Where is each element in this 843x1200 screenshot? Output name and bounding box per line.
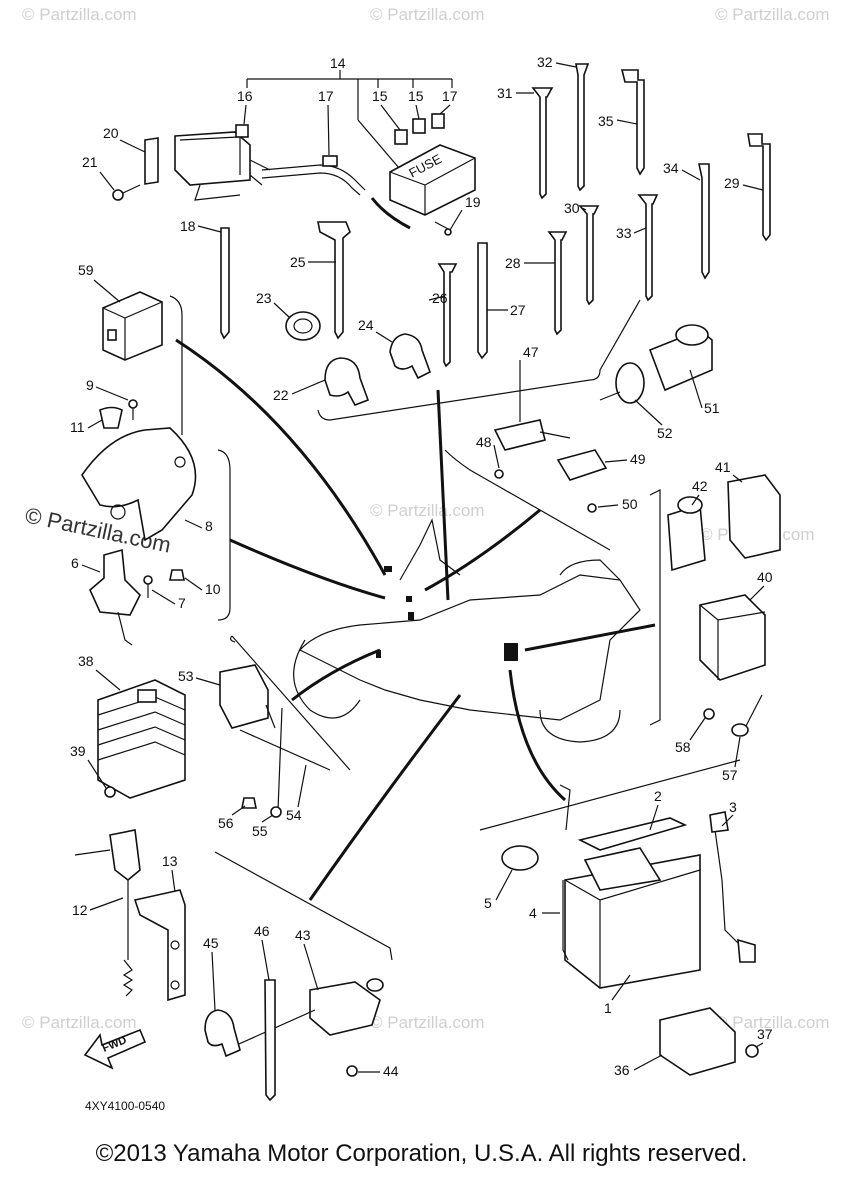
callout-39: 38 — [78, 653, 94, 669]
callout-29: 28 — [505, 255, 521, 271]
switches-48-51 — [493, 419, 608, 513]
callout-19: 18 — [180, 218, 196, 234]
callout-40: 39 — [70, 743, 86, 759]
callout-57: 56 — [218, 815, 234, 831]
callout-55: 54 — [286, 807, 302, 823]
diagram-code: 4XY4100-0540 — [85, 1099, 165, 1113]
callout-28: 27 — [510, 302, 526, 318]
callout-18: 17 — [318, 88, 334, 104]
callout-56: 55 — [252, 823, 268, 839]
parts-37-38 — [659, 1007, 759, 1076]
callout-31: 30 — [564, 200, 580, 216]
callout-41: 40 — [757, 569, 773, 585]
callout-23: 22 — [273, 387, 289, 403]
watermark: © Partzilla.com — [370, 5, 485, 24]
callout-7: 7 — [178, 595, 186, 611]
callout-38: 37 — [757, 1026, 773, 1042]
callout-15: 15 — [372, 88, 388, 104]
callout-24: 23 — [256, 290, 272, 306]
callout-17: 16 — [237, 88, 253, 104]
callout-27: 26 — [432, 290, 448, 306]
callout-16: 17 — [442, 88, 458, 104]
group-brackets — [169, 295, 741, 961]
parts-44-47 — [204, 978, 384, 1102]
callout-14: 14 — [330, 55, 346, 71]
callout-33: 32 — [537, 54, 553, 70]
callout-54: 53 — [178, 668, 194, 684]
callout-52: 51 — [704, 400, 720, 416]
relays-41-43 — [667, 474, 781, 681]
callout-10: 10 — [205, 581, 221, 597]
callout-36: 35 — [598, 113, 614, 129]
group-14-bracket — [246, 70, 453, 176]
socket-52-53 — [599, 324, 713, 404]
callout-60: 59 — [78, 262, 94, 278]
component-60 — [102, 291, 163, 361]
callout-15b: 15 — [408, 88, 424, 104]
callout-58: 57 — [722, 767, 738, 783]
callout-45: 44 — [383, 1063, 399, 1079]
callout-49: 48 — [476, 434, 492, 450]
callout-30: 29 — [724, 175, 740, 191]
watermark: © Partzilla.com — [22, 5, 137, 24]
callout-59: 58 — [675, 739, 691, 755]
callout-42: 41 — [715, 459, 731, 475]
callout-37: 36 — [614, 1062, 630, 1078]
callout-20: 19 — [465, 194, 481, 210]
callout-1: 1 — [604, 1000, 612, 1016]
callout-47: 46 — [254, 923, 270, 939]
copyright-notice: ©2013 Yamaha Motor Corporation, U.S.A. A… — [95, 1140, 748, 1167]
small-connectors — [235, 113, 445, 167]
watermark: © Partzilla.com — [715, 5, 830, 24]
callout-48: 47 — [523, 344, 539, 360]
parts-54-57 — [219, 664, 331, 818]
callout-9: 9 — [86, 377, 94, 393]
motorcycle-outline — [293, 518, 641, 743]
callout-13: 13 — [162, 853, 178, 869]
callout-26: 25 — [290, 254, 306, 270]
watermark: © Partzilla.com — [22, 1013, 137, 1032]
fuse-box: FUSE — [370, 144, 476, 236]
component-21-connector — [144, 131, 366, 201]
cable-ties — [220, 63, 771, 368]
callout-labels: 14 16 17 15 15 17 20 21 19 18 25 23 24 2… — [70, 54, 773, 1079]
callout-35: 34 — [663, 160, 679, 176]
callout-11: 11 — [70, 419, 85, 435]
callout-34: 33 — [616, 225, 632, 241]
fwd-arrow: FWD — [83, 1028, 147, 1070]
main-switch — [89, 548, 153, 646]
watermark: © Partzilla.com — [715, 1013, 830, 1032]
callout-3: 3 — [729, 799, 737, 815]
callout-6: 6 — [71, 555, 79, 571]
watermark: © Partzilla.com — [370, 1013, 485, 1032]
watermarks: © Partzilla.com © Partzilla.com © Partzi… — [22, 5, 830, 1032]
callout-4: 4 — [529, 905, 537, 921]
callout-51: 50 — [622, 496, 638, 512]
clamps — [285, 311, 431, 406]
rectifier-39-40 — [97, 679, 186, 799]
screw-22 — [112, 184, 141, 201]
ground-58-59 — [703, 694, 763, 737]
callout-12: 12 — [72, 902, 88, 918]
callout-32: 31 — [497, 85, 513, 101]
callout-43: 42 — [692, 478, 708, 494]
callout-25: 24 — [358, 317, 374, 333]
callout-21: 20 — [103, 125, 119, 141]
leader-lines — [175, 338, 656, 901]
callout-8: 8 — [205, 518, 213, 534]
callout-46: 45 — [203, 935, 219, 951]
callout-22: 21 — [82, 154, 98, 170]
parts-12-13 — [74, 829, 186, 1002]
bracket-assembly — [81, 399, 197, 581]
callout-44: 43 — [295, 927, 311, 943]
callout-53: 52 — [657, 425, 673, 441]
callout-5: 5 — [484, 895, 492, 911]
watermark: © Partzilla.com — [370, 501, 485, 520]
battery-assembly — [501, 784, 756, 989]
callout-50: 49 — [630, 451, 646, 467]
callout-2: 2 — [654, 788, 662, 804]
